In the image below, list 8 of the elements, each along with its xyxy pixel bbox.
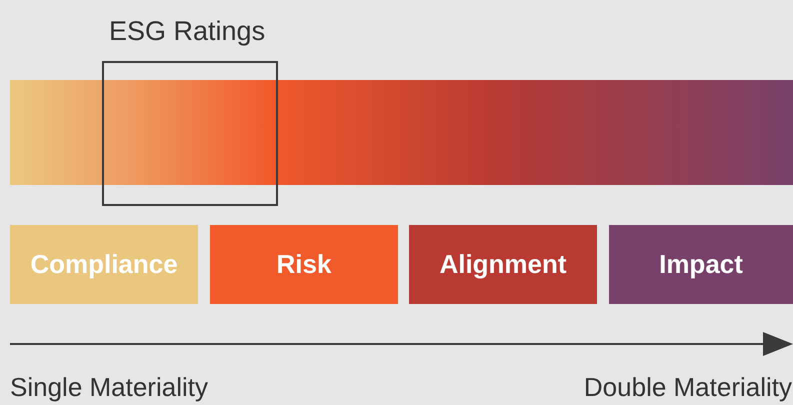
axis-label: Single Materiality	[10, 372, 208, 402]
gradient-bar	[10, 80, 793, 185]
category-box: Alignment	[409, 225, 597, 304]
category-box: Impact	[609, 225, 793, 304]
category-box: Compliance	[10, 225, 198, 304]
category-box: Risk	[210, 225, 398, 304]
axis-label: Double Materiality	[584, 372, 792, 402]
bracket-label: ESG Ratings	[109, 16, 266, 46]
